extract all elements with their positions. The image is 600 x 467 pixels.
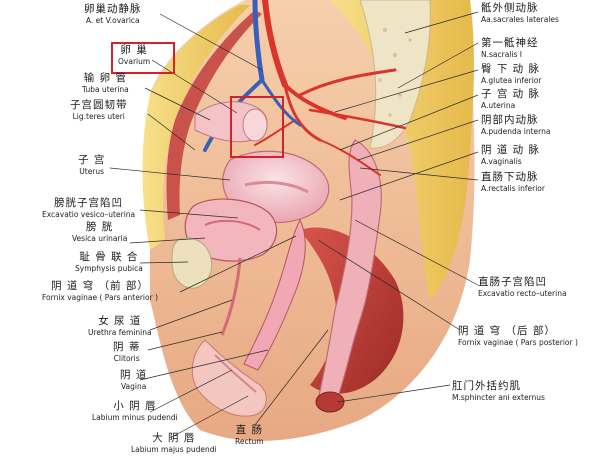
posterior-fat	[330, 0, 474, 300]
label-la: M.sphincter ani externus	[452, 392, 545, 402]
highlight-box-ovarium-label	[111, 42, 175, 74]
label-zh: 子 宫	[78, 154, 106, 166]
label-labium-majus: 大 阴 唇 Labium majus pudendi	[131, 433, 217, 453]
label-zh: 膀 胱	[85, 221, 114, 233]
pubic-bone	[171, 237, 213, 289]
label-la: Urethra feminina	[88, 327, 152, 337]
label-zh: 直 肠	[235, 424, 263, 436]
label-la: Labium majus pudendi	[131, 444, 217, 454]
anterior-muscle	[166, 10, 262, 220]
label-la: A.uterina	[481, 100, 516, 110]
anal-sphincter	[315, 391, 345, 413]
label-zh: 大 阴 唇	[152, 432, 196, 444]
label-la: Aa.sacrales laterales	[481, 14, 559, 24]
label-a-v-ovarica: 卵巢动静脉 A. et V.ovarica	[84, 4, 142, 24]
label-la: Excavatio vesico–uterina	[42, 209, 136, 219]
label-m-sphincter-ani: 肛门外括约肌 M.sphincter ani externus	[452, 381, 545, 401]
label-uterus: 子 宫 Uterus	[78, 155, 105, 175]
label-urethra-feminina: 女 尿 道 Urethra feminina	[88, 316, 152, 336]
label-la: Vagina	[121, 381, 147, 391]
label-labium-minus: 小 阴 唇 Labium minus pudendi	[92, 401, 178, 421]
label-aa-sacrales-laterales: 骶外侧动脉 Aa.sacrales laterales	[481, 3, 559, 23]
label-zh: 阴 蒂	[113, 341, 141, 353]
label-la: A. et V.ovarica	[85, 15, 140, 25]
label-zh: 小 阴 唇	[113, 400, 157, 412]
label-zh: 女 尿 道	[98, 315, 142, 327]
label-zh: 臀 下 动 脉	[481, 63, 541, 75]
label-vesica-urinaria: 膀 胱 Vesica urinaria	[72, 222, 127, 242]
label-zh: 膀胱子宫陷凹	[54, 197, 124, 209]
label-fornix-anterior: 阴 道 穹 （前 部） Fornix vaginae ( Pars anteri…	[42, 281, 158, 301]
label-zh: 阴 道 动 脉	[481, 144, 541, 156]
label-fornix-posterior: 阴 道 穹 （后 部） Fornix vaginae ( Pars poster…	[458, 326, 578, 346]
label-symphysis-pubica: 耻 骨 联 合 Symphysis pubica	[75, 252, 143, 272]
label-zh: 直肠子宫陷凹	[478, 276, 547, 288]
label-la: Rectum	[235, 436, 264, 446]
label-excavatio-recto-uterina: 直肠子宫陷凹 Excavatio recto–uterina	[478, 277, 567, 297]
label-zh: 骶外侧动脉	[481, 2, 539, 14]
label-zh: 直肠下动脉	[481, 171, 539, 183]
label-la: Ovarium	[118, 56, 151, 66]
labia-shape	[191, 339, 267, 417]
label-la: Uterus	[79, 166, 105, 176]
label-la: Fornix vaginae ( Pars posterior )	[458, 337, 578, 347]
label-excavatio-vesico-uterina: 膀胱子宫陷凹 Excavatio vesico–uterina	[42, 198, 135, 218]
urethra-shape	[220, 257, 242, 336]
ovary-shape	[242, 108, 268, 142]
label-a-uterina: 子 宫 动 脉 A.uterina	[481, 89, 540, 109]
vagina-shape	[243, 218, 306, 371]
label-la: N.sacralis I	[481, 49, 522, 59]
highlight-box-ovary-region	[230, 96, 284, 158]
label-vagina: 阴 道 Vagina	[120, 370, 147, 390]
label-a-pudenda-interna: 阴部内动脉 A.pudenda interna	[481, 115, 550, 135]
label-zh: 卵巢动静脉	[84, 3, 142, 15]
label-la: Symphysis pubica	[75, 263, 143, 273]
arteries	[254, 0, 407, 176]
label-zh: 阴 道	[120, 369, 148, 381]
label-zh: 子宫圆韧带	[70, 99, 128, 111]
label-lig-teres-uteri: 子宫圆韧带 Lig.teres uteri	[70, 100, 128, 120]
label-la: Vesica urinaria	[72, 233, 128, 243]
label-zh: 耻 骨 联 合	[79, 251, 139, 263]
label-zh: 阴 道 穹 （后 部）	[458, 325, 556, 337]
label-la: A.rectalis inferior	[481, 183, 545, 193]
label-la: A.pudenda interna	[481, 126, 551, 136]
label-a-vaginalis: 阴 道 动 脉 A.vaginalis	[481, 145, 540, 165]
label-zh: 第一骶神经	[481, 37, 539, 49]
anterior-fat	[142, 5, 250, 250]
label-la: Clitoris	[113, 353, 140, 363]
label-la: A.vaginalis	[481, 156, 522, 166]
label-zh: 卵 巢	[120, 44, 148, 56]
label-tuba-uterina: 输 卵 管 Tuba uterina	[82, 73, 129, 93]
label-la: Excavatio recto–uterina	[478, 288, 567, 298]
label-n-sacralis: 第一骶神经 N.sacralis I	[481, 38, 539, 58]
label-la: A.glutea inferior	[481, 75, 542, 85]
label-rectum: 直 肠 Rectum	[235, 425, 264, 445]
label-clitoris: 阴 蒂 Clitoris	[113, 342, 140, 362]
label-la: Fornix vaginae ( Pars anterior )	[42, 292, 158, 302]
leader-lines	[109, 11, 479, 439]
label-la: Labium minus pudendi	[92, 412, 178, 422]
label-zh: 输 卵 管	[83, 72, 127, 84]
label-zh: 阴部内动脉	[481, 114, 539, 126]
label-la: Tuba uterina	[82, 84, 129, 94]
label-zh: 肛门外括约肌	[452, 380, 521, 392]
label-a-rectalis-inferior: 直肠下动脉 A.rectalis inferior	[481, 172, 545, 192]
label-ovarium: 卵 巢 Ovarium	[118, 45, 150, 65]
label-zh: 子 宫 动 脉	[481, 88, 541, 100]
label-a-glutea-inferior: 臀 下 动 脉 A.glutea inferior	[481, 64, 541, 84]
label-la: Lig.teres uteri	[72, 111, 125, 121]
label-zh: 阴 道 穹 （前 部）	[51, 280, 149, 292]
